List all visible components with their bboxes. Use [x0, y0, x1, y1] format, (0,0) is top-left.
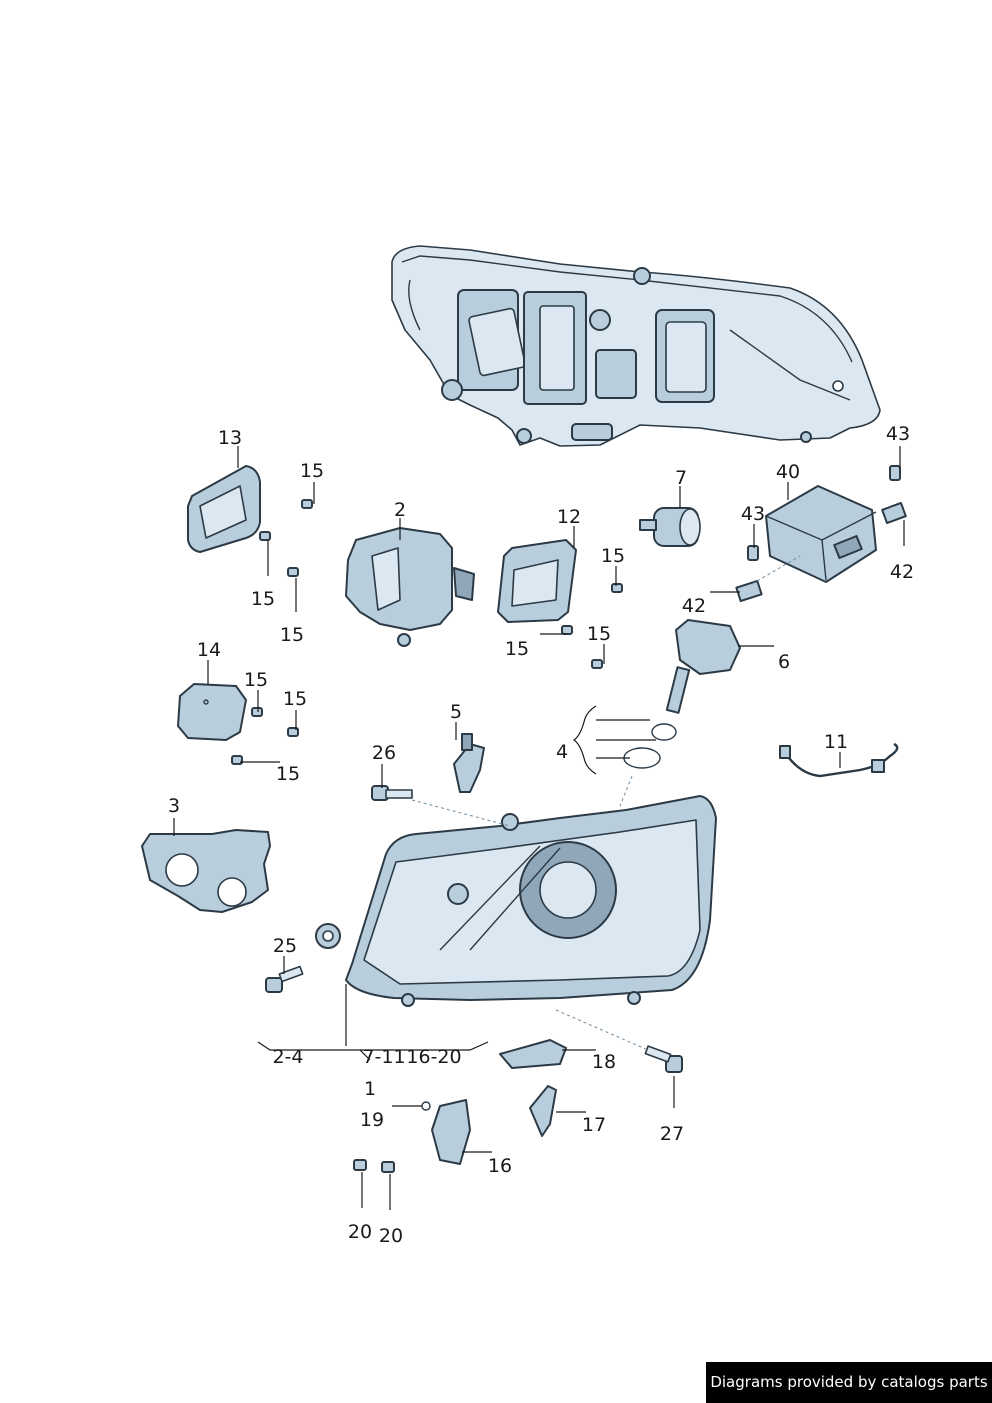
callout-20: 20 — [379, 1225, 403, 1247]
part-43-screws — [747, 465, 901, 561]
alignment-lines — [411, 555, 801, 1051]
callout-11: 11 — [824, 731, 848, 753]
group-16-20: 16-20 — [406, 1046, 461, 1068]
callout-labels: 13 15 15 15 2 12 15 15 15 7 40 43 42 43 … — [168, 423, 914, 1247]
leader-lines — [173, 446, 905, 1210]
group-7-11: 7-11 — [362, 1046, 405, 1068]
callout-3: 3 — [168, 795, 180, 817]
part-14-module — [177, 683, 247, 741]
callout-20: 20 — [348, 1221, 372, 1243]
part-26-bolt — [371, 785, 413, 801]
callout-26: 26 — [372, 742, 396, 764]
callout-13: 13 — [218, 427, 242, 449]
callout-2: 2 — [394, 499, 406, 521]
callout-15: 15 — [587, 623, 611, 645]
callout-15: 15 — [276, 763, 300, 785]
callout-15: 15 — [244, 669, 268, 691]
callout-14: 14 — [197, 639, 221, 661]
callout-17: 17 — [582, 1114, 606, 1136]
part-5-bulb — [453, 733, 485, 793]
part-19-ring — [421, 1101, 431, 1111]
part-12-module — [497, 539, 577, 623]
callout-7: 7 — [675, 467, 687, 489]
callout-15: 15 — [283, 688, 307, 710]
headlamp-front-view — [315, 795, 717, 1007]
callout-25: 25 — [273, 935, 297, 957]
callout-42: 42 — [682, 595, 706, 617]
part-2-bracket — [345, 527, 475, 647]
catalog-credit-text: Diagrams provided by catalogs parts — [710, 1373, 988, 1391]
callout-27: 27 — [660, 1123, 684, 1145]
callout-15: 15 — [251, 588, 275, 610]
part-25-bolt — [265, 965, 304, 993]
callout-12: 12 — [557, 506, 581, 528]
callout-4: 4 — [556, 741, 568, 763]
callout-6: 6 — [778, 651, 790, 673]
part-7-motor — [639, 507, 701, 547]
callout-43: 43 — [741, 503, 765, 525]
part-42-clips — [735, 502, 907, 603]
callout-5: 5 — [450, 701, 462, 723]
group-2-4: 2-4 — [272, 1046, 303, 1068]
callout-15: 15 — [300, 460, 324, 482]
part-27-bolt — [644, 1045, 683, 1073]
callout-42: 42 — [890, 561, 914, 583]
part-3-frame — [141, 829, 271, 913]
callout-43: 43 — [886, 423, 910, 445]
part-20-screws — [353, 1159, 395, 1173]
part-11-wiring — [779, 742, 899, 778]
part-4-rings — [623, 723, 677, 769]
callout-15: 15 — [601, 545, 625, 567]
callout-18: 18 — [592, 1051, 616, 1073]
part-13-control-unit — [187, 465, 261, 553]
callout-15: 15 — [280, 624, 304, 646]
part-16-washer-nozzle — [431, 1099, 471, 1165]
callout-15: 15 — [505, 638, 529, 660]
part-6-igniter — [665, 619, 741, 714]
catalog-credit-badge: Diagrams provided by catalogs parts — [706, 1362, 992, 1403]
callout-16: 16 — [488, 1155, 512, 1177]
part-15-screws — [231, 499, 623, 765]
part-17-bracket — [529, 1085, 557, 1137]
headlamp-rear-view — [391, 245, 881, 447]
callout-1: 1 — [364, 1078, 376, 1100]
part-40-control-unit — [765, 485, 877, 583]
callout-40: 40 — [776, 461, 800, 483]
callout-19: 19 — [360, 1109, 384, 1131]
part-18-cover — [499, 1039, 567, 1069]
